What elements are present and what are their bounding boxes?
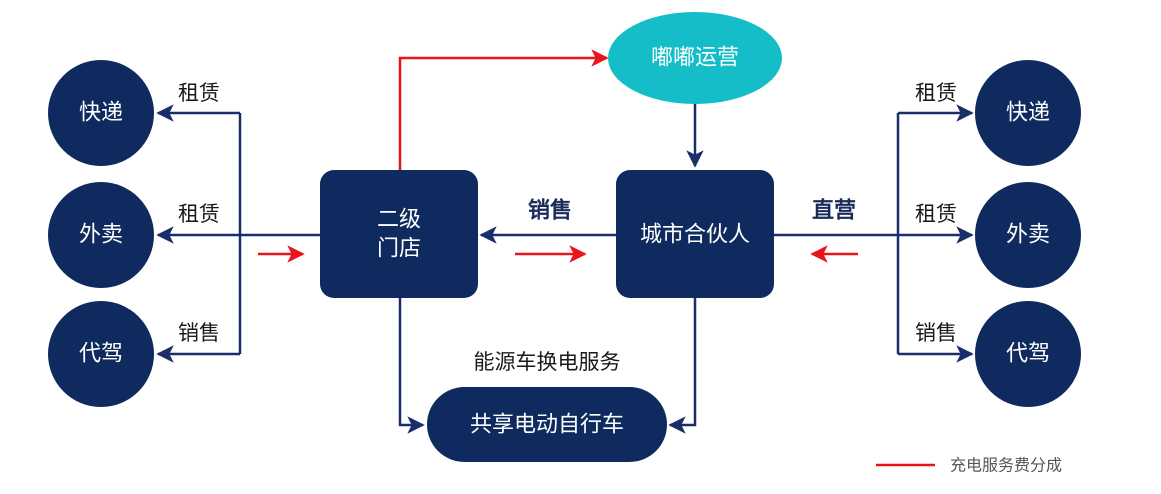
energy-service-label: 能源车换电服务 xyxy=(474,350,621,374)
left-tree-connectors xyxy=(156,104,320,363)
left-node-kuaidi: 快递 xyxy=(48,60,154,166)
bike-node: 共享电动自行车 xyxy=(427,387,667,462)
partner-node: 城市合伙人 xyxy=(616,170,774,298)
right-node-kuaidi-label: 快递 xyxy=(1006,101,1050,126)
right-node-daijia-label: 代驾 xyxy=(1006,342,1050,367)
left-node-waimai: 外卖 xyxy=(48,182,154,288)
dudu-node: 嘟嘟运营 xyxy=(608,12,782,104)
center-connectors xyxy=(398,104,704,434)
right-tree-connectors xyxy=(773,104,974,363)
right-node-kuaidi: 快递 xyxy=(975,60,1081,166)
left-node-daijia-label: 代驾 xyxy=(79,342,123,367)
left-edge-label-zulin-1: 租赁 xyxy=(178,81,220,105)
bike-label: 共享电动自行车 xyxy=(470,413,624,438)
store-label-line1: 二级 xyxy=(377,208,421,233)
left-edge-label-xiaoshou: 销售 xyxy=(178,321,220,345)
legend: 充电服务费分成 xyxy=(876,456,1062,475)
left-node-waimai-label: 外卖 xyxy=(79,223,123,248)
right-edge-label-xiaoshou: 销售 xyxy=(915,321,957,345)
right-node-waimai-label: 外卖 xyxy=(1006,223,1050,248)
left-edge-label-zulin-2: 租赁 xyxy=(178,202,220,226)
direct-edge-label: 直营 xyxy=(812,198,856,224)
left-node-daijia: 代驾 xyxy=(48,301,154,407)
partner-label: 城市合伙人 xyxy=(640,223,750,248)
red-connector-store-to-dudu xyxy=(398,49,609,170)
store-label-line2: 门店 xyxy=(377,237,421,262)
right-node-daijia: 代驾 xyxy=(975,301,1081,407)
right-edge-label-zulin-2: 租赁 xyxy=(915,202,957,226)
store-node: 二级 门店 xyxy=(320,170,478,298)
right-edge-label-zulin-1: 租赁 xyxy=(915,81,957,105)
legend-label: 充电服务费分成 xyxy=(950,456,1062,475)
left-node-kuaidi-label: 快递 xyxy=(79,101,123,126)
right-node-waimai: 外卖 xyxy=(975,182,1081,288)
sales-edge-label: 销售 xyxy=(528,198,572,224)
dudu-label: 嘟嘟运营 xyxy=(651,46,739,71)
